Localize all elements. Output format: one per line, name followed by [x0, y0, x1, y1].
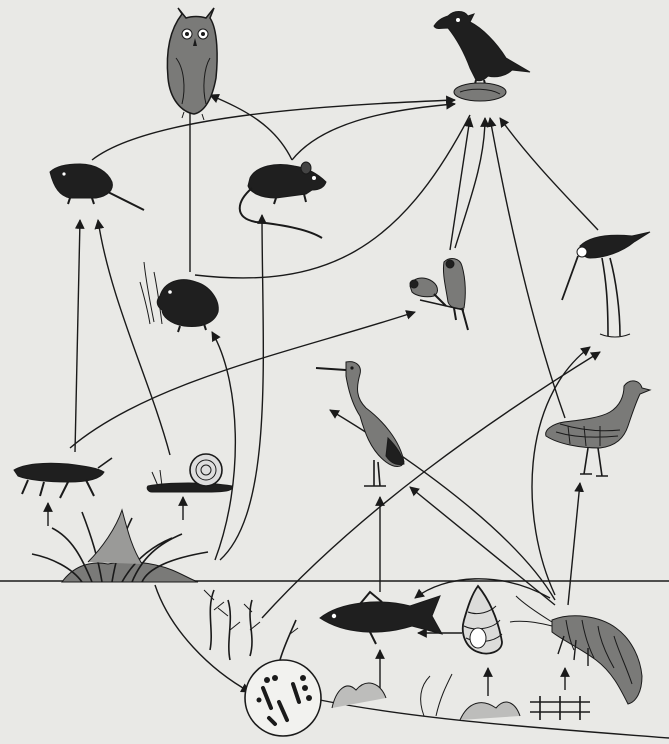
arrow-substrate-line [320, 700, 669, 738]
goose-icon [546, 381, 650, 476]
vole-icon [140, 262, 218, 332]
arrow-grasshopper-shrew [75, 220, 80, 452]
arrow-vole-owl [190, 102, 470, 278]
arrow-amphipod-stilt [532, 347, 590, 595]
grasshopper-icon [14, 458, 112, 498]
arrow-amphipod-heron-2 [330, 410, 555, 600]
algae-icon [332, 674, 590, 720]
arrow-grass-vole [212, 332, 235, 560]
water-weed-icon [204, 590, 298, 660]
detritus-icon [245, 660, 321, 736]
arrow-landsnail-shrew [98, 220, 170, 455]
amphipod-icon [510, 596, 642, 704]
arrow-rat-owl [210, 95, 292, 160]
fish-icon [320, 592, 442, 644]
shrew-icon [50, 164, 144, 210]
arrow-grass-detritus [155, 585, 250, 692]
arrow-amphipod-goose [568, 483, 580, 605]
arrow-grass-rat [220, 215, 263, 560]
owl-icon [167, 8, 217, 120]
eagle-icon [434, 12, 530, 102]
rat-icon [240, 162, 326, 238]
arrow-rat-eagle [292, 104, 455, 160]
grass-icon [32, 510, 208, 582]
land-snail-icon [147, 454, 232, 492]
stilt-icon [562, 232, 650, 337]
arrow-shrew-eagle [92, 100, 455, 160]
arrow-weed-stilt [262, 352, 600, 618]
arrow-goose-eagle [490, 118, 565, 418]
heron-icon [316, 362, 404, 486]
arrow-stilt-eagle [500, 118, 598, 230]
songbirds-icon [410, 259, 468, 330]
water-snail-icon [463, 586, 502, 654]
